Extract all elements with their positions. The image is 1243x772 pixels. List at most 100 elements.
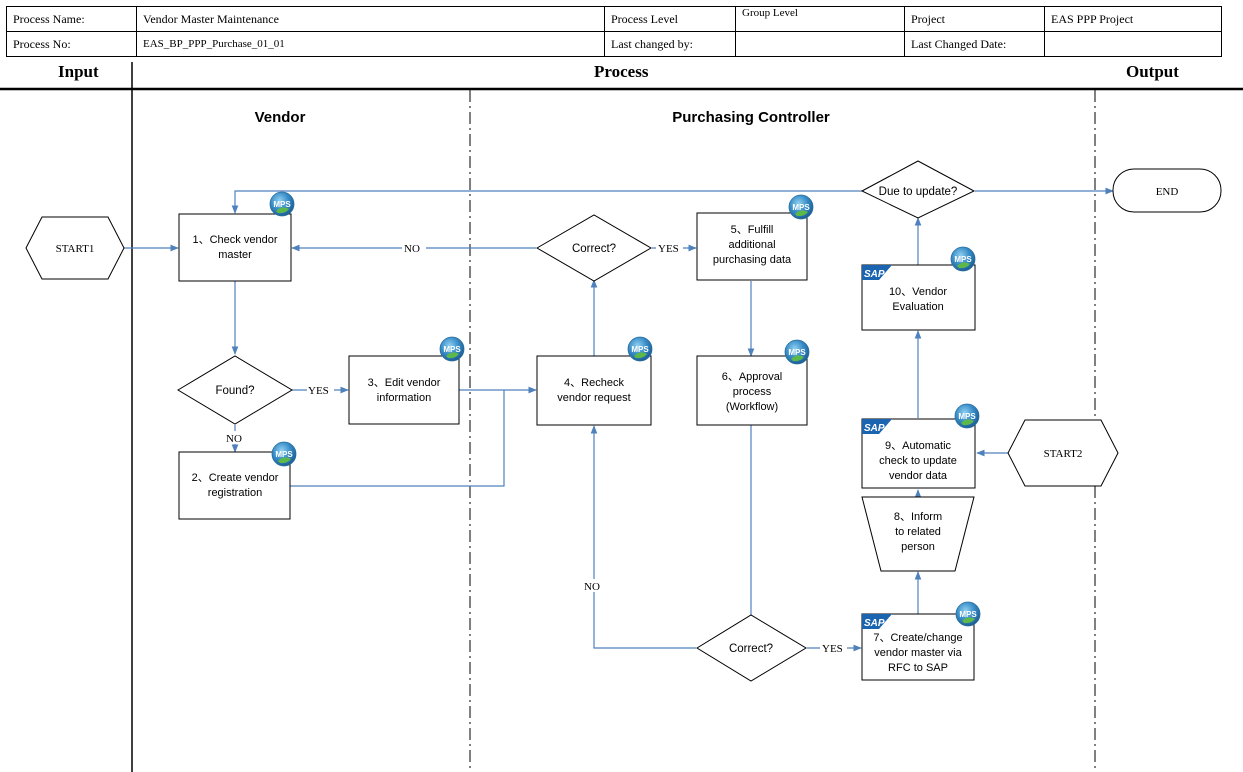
- process-no-label: Process No:: [6, 31, 137, 57]
- decision-due-update-label: Due to update?: [879, 186, 958, 198]
- step-8-manual-op: [861, 496, 975, 572]
- step-4-line-2: vendor request: [557, 392, 630, 404]
- decision-due-update: [860, 160, 976, 219]
- edge-s2-to-s4: [290, 390, 505, 487]
- vendor-lane-title: Vendor: [255, 109, 306, 126]
- step-9-line-3: vendor data: [889, 470, 948, 482]
- step-6-box: [696, 355, 808, 426]
- mps-badge-icon: MPS: [271, 441, 297, 467]
- process-level-value: Group Level: [735, 6, 905, 32]
- edge-correct-bottom-no-to-s4: [590, 425, 696, 649]
- decision-found-label: Found?: [215, 385, 254, 397]
- process-boxes: [178, 212, 976, 681]
- label-bg: [225, 431, 247, 444]
- step-3-line-2: information: [377, 392, 431, 404]
- mps-badge-text: MPS: [788, 348, 806, 357]
- step-7-line-3: RFC to SAP: [888, 662, 948, 674]
- step-8-line-3: person: [901, 541, 935, 553]
- mps-badge-text: MPS: [275, 450, 293, 459]
- step-texts: 1、Check vendor master 2、Create vendor re…: [192, 224, 963, 674]
- mps-badge-text: MPS: [443, 345, 461, 354]
- mps-badge-icon: MPS: [627, 336, 653, 362]
- step-7-line-2: vendor master via: [874, 647, 962, 659]
- process-name-label: Process Name:: [6, 6, 137, 32]
- step-6-line-3: (Workflow): [726, 401, 778, 413]
- edge-label-yes-s5: YES: [658, 243, 679, 255]
- edge-label-no-s2: NO: [226, 433, 242, 445]
- step-5-box: [696, 212, 808, 281]
- step-5-line-1: 5、Fulfill: [731, 224, 774, 236]
- step-3-line-1: 3、Edit vendor: [368, 377, 441, 389]
- connectors: [124, 187, 1114, 652]
- decision-found: [177, 355, 293, 425]
- process-header-table: Process Name: Vendor Master Maintenance …: [6, 6, 1222, 57]
- edge-label-no-s1: NO: [404, 243, 420, 255]
- project-value: EAS PPP Project: [1044, 6, 1222, 32]
- step-1-line-2: master: [218, 249, 252, 261]
- last-changed-date-value: [1044, 31, 1222, 57]
- label-bg: [820, 641, 847, 654]
- last-changed-date-label: Last Changed Date:: [904, 31, 1045, 57]
- sap-badges: SAP SAP SAP: [862, 265, 892, 629]
- sap-logo-icon: SAP: [862, 265, 892, 280]
- edge-labels: NO YES YES NO NO YES: [225, 241, 847, 655]
- step-2-line-2: registration: [208, 487, 262, 499]
- label-bg: [402, 241, 426, 254]
- sap-logo-text: SAP: [864, 269, 885, 280]
- decision-correct-top-label: Correct?: [572, 243, 616, 255]
- mps-badge-icon: MPS: [954, 403, 980, 429]
- mps-badge-icon: MPS: [955, 601, 981, 627]
- decision-correct-top: [536, 214, 652, 282]
- mps-badge-icon: MPS: [950, 246, 976, 272]
- sap-logo-icon: SAP: [862, 419, 892, 434]
- header-row-1: Process Name: Vendor Master Maintenance …: [6, 6, 1222, 32]
- input-column-title: Input: [58, 62, 99, 81]
- end-label: END: [1156, 186, 1179, 198]
- start2-label: START2: [1044, 448, 1083, 460]
- sap-logo-text: SAP: [864, 618, 885, 629]
- last-changed-by-value: [735, 31, 905, 57]
- decision-correct-bottom: [696, 614, 807, 682]
- mps-badge-icon: MPS: [269, 191, 295, 217]
- step-4-line-1: 4、Recheck: [564, 377, 624, 389]
- step-1-line-1: 1、Check vendor: [193, 234, 278, 246]
- step-9-line-1: 9、Automatic: [885, 440, 952, 452]
- step-7-line-1: 7、Create/change: [873, 632, 962, 644]
- step-2-box: [178, 451, 291, 520]
- mps-badge-text: MPS: [273, 200, 291, 209]
- process-name-value: Vendor Master Maintenance: [136, 6, 605, 32]
- mps-badge-text: MPS: [631, 345, 649, 354]
- start1-terminal: [25, 216, 125, 280]
- sap-logo-icon: SAP: [862, 614, 892, 629]
- mps-badge-icon: MPS: [784, 339, 810, 365]
- start1-label: START1: [56, 243, 95, 255]
- step-5-line-3: purchasing data: [713, 254, 792, 266]
- edge-label-yes-s3: YES: [308, 385, 329, 397]
- step-1-box: [178, 213, 292, 282]
- header-row-2: Process No: EAS_BP_PPP_Purchase_01_01 La…: [6, 31, 1222, 57]
- label-bg: [582, 579, 606, 592]
- step-4-box: [536, 355, 652, 426]
- step-6-line-2: process: [733, 386, 772, 398]
- last-changed-by-label: Last changed by:: [604, 31, 736, 57]
- process-column-title: Process: [594, 62, 649, 81]
- step-9-line-2: check to update: [879, 455, 957, 467]
- decision-correct-bottom-label: Correct?: [729, 643, 773, 655]
- step-6-line-1: 6、Approval: [722, 371, 783, 383]
- mps-badge-text: MPS: [959, 610, 977, 619]
- step-2-line-1: 2、Create vendor: [192, 472, 279, 484]
- label-bg: [307, 383, 334, 396]
- step-8-line-2: to related: [895, 526, 941, 538]
- end-terminal: [1112, 168, 1222, 213]
- edge-label-yes-s7: YES: [822, 643, 843, 655]
- mps-badge-text: MPS: [792, 203, 810, 212]
- edge-due-no-to-s1: [231, 190, 862, 214]
- sap-logo-text: SAP: [864, 423, 885, 434]
- step-10-line-2: Evaluation: [892, 301, 943, 313]
- edge-label-no-s4: NO: [584, 581, 600, 593]
- output-column-title: Output: [1126, 62, 1179, 81]
- label-bg: [656, 241, 683, 254]
- purchasing-lane-title: Purchasing Controller: [672, 109, 830, 126]
- mps-badges: MPS MPS MPS MPS MPS MPS MPS MPS MPS: [269, 191, 981, 627]
